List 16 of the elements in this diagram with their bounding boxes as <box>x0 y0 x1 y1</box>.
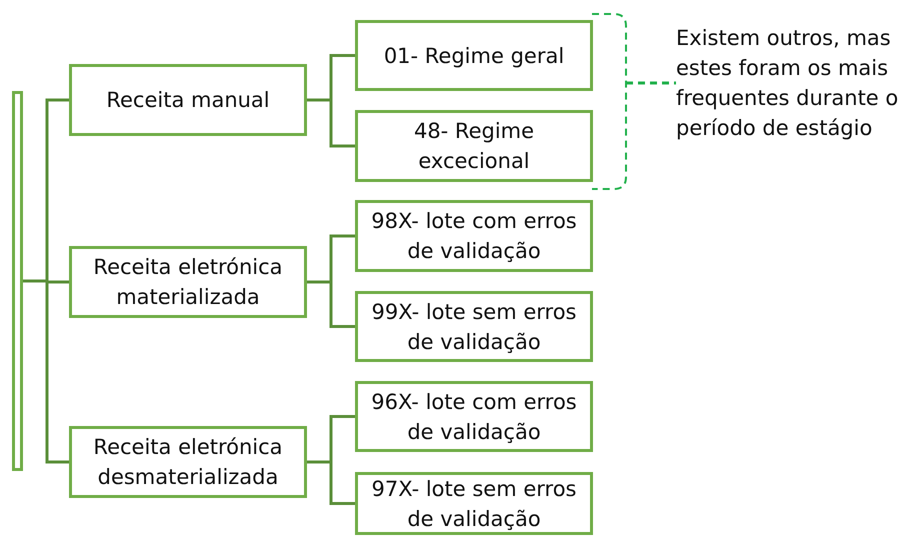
leader-line <box>626 82 676 84</box>
category-box: 48- Regime excecional <box>355 110 593 182</box>
note-text: Existem outros, mas estes foram os mais frequentes durante o período de estágio <box>676 25 900 142</box>
category-box: Receita eletrónica materializada <box>69 246 307 318</box>
connector <box>307 280 355 328</box>
category-box: Receita eletrónica desmaterializada <box>69 426 307 498</box>
category-box: 97X- lote sem erros de validação <box>355 472 593 535</box>
category-box: 98X- lote com erros de validação <box>355 200 593 272</box>
bracket <box>592 13 628 190</box>
vertical-bar <box>12 91 23 471</box>
category-box: Receita manual <box>69 64 307 136</box>
connector <box>307 460 355 505</box>
category-box: 99X- lote sem erros de validação <box>355 291 593 362</box>
connector <box>307 98 355 148</box>
category-box: 96X- lote com erros de validação <box>355 381 593 452</box>
category-box: 01- Regime geral <box>355 20 593 91</box>
